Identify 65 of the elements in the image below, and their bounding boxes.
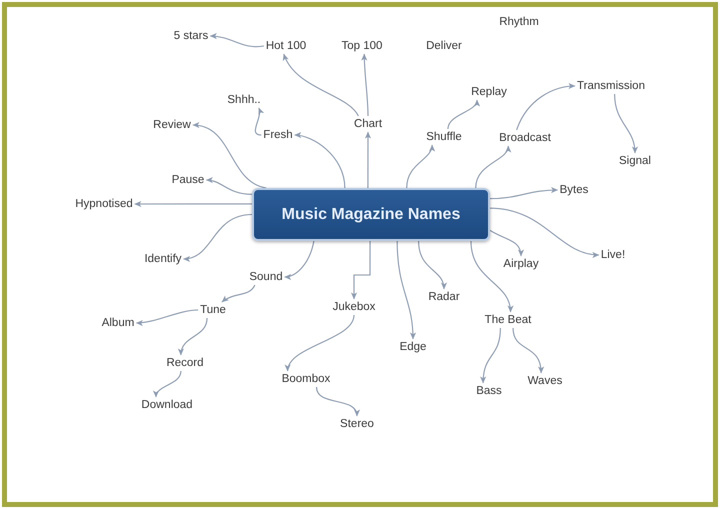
arrow [286,314,355,372]
topic-label: Shuffle [424,129,464,145]
topic-label: Download [139,397,195,413]
arrow [490,208,600,258]
topic-label: Record [164,355,206,371]
arrow [136,309,198,326]
arrow [222,284,256,302]
arrow [206,177,252,195]
topic-label: Bytes [558,182,590,198]
topic-label: Waves [526,373,564,389]
topic-label: Top 100 [340,38,384,54]
topic-label: Airplay [501,256,541,272]
topic-label: Album [100,315,136,331]
arrow [614,94,638,154]
arrow [364,132,372,188]
central-topic-box: Music Magazine Names [252,188,490,241]
topic-label: Signal [617,153,653,169]
arrow [284,240,314,280]
topic-label: Fresh [261,127,295,143]
arrow [350,241,371,300]
topic-label: Hypnotised [73,196,135,212]
arrow [254,108,264,136]
topic-label: Live! [598,247,628,263]
word-label: Rhythm [499,15,539,29]
arrow [361,54,369,116]
arrow [475,146,510,188]
arrow [490,230,524,256]
topic-label: Replay [469,84,509,100]
topic-label: Chart [352,116,384,132]
topic-label: Review [151,117,193,133]
word-label: Deliver [426,39,462,53]
arrow [210,33,264,48]
arrow [294,132,346,188]
arrow [316,386,359,416]
arrow [396,240,416,340]
arrow [447,100,479,130]
topic-label: Edge [398,339,428,355]
topic-label: 5 stars [172,28,210,44]
topic-label: Radar [426,289,462,305]
arrow [490,187,558,200]
topic-label: Pause [170,172,206,188]
arrow [183,214,252,262]
topic-label: Jukebox [330,299,378,315]
topic-label: Sound [247,269,285,285]
topic-label: Tune [198,302,228,318]
arrow [512,328,544,374]
topic-label: Transmission [575,78,647,94]
topic-label: Stereo [338,416,376,432]
arrow [178,318,208,356]
arrow [516,83,576,130]
arrow [154,370,182,398]
topic-label: Hot 100 [264,38,308,54]
topic-label: The Beat [482,312,534,328]
topic-label: Broadcast [497,130,553,146]
arrow [418,240,446,290]
topic-label: Shhh.. [225,92,263,108]
arrow [480,328,501,384]
topic-label: Bass [474,383,504,399]
arrow [470,240,513,312]
topic-label: Identify [142,251,184,267]
arrow [283,54,359,116]
arrow [192,122,266,189]
arrow [406,144,434,188]
arrow [134,200,252,208]
topic-label: Boombox [280,371,332,387]
